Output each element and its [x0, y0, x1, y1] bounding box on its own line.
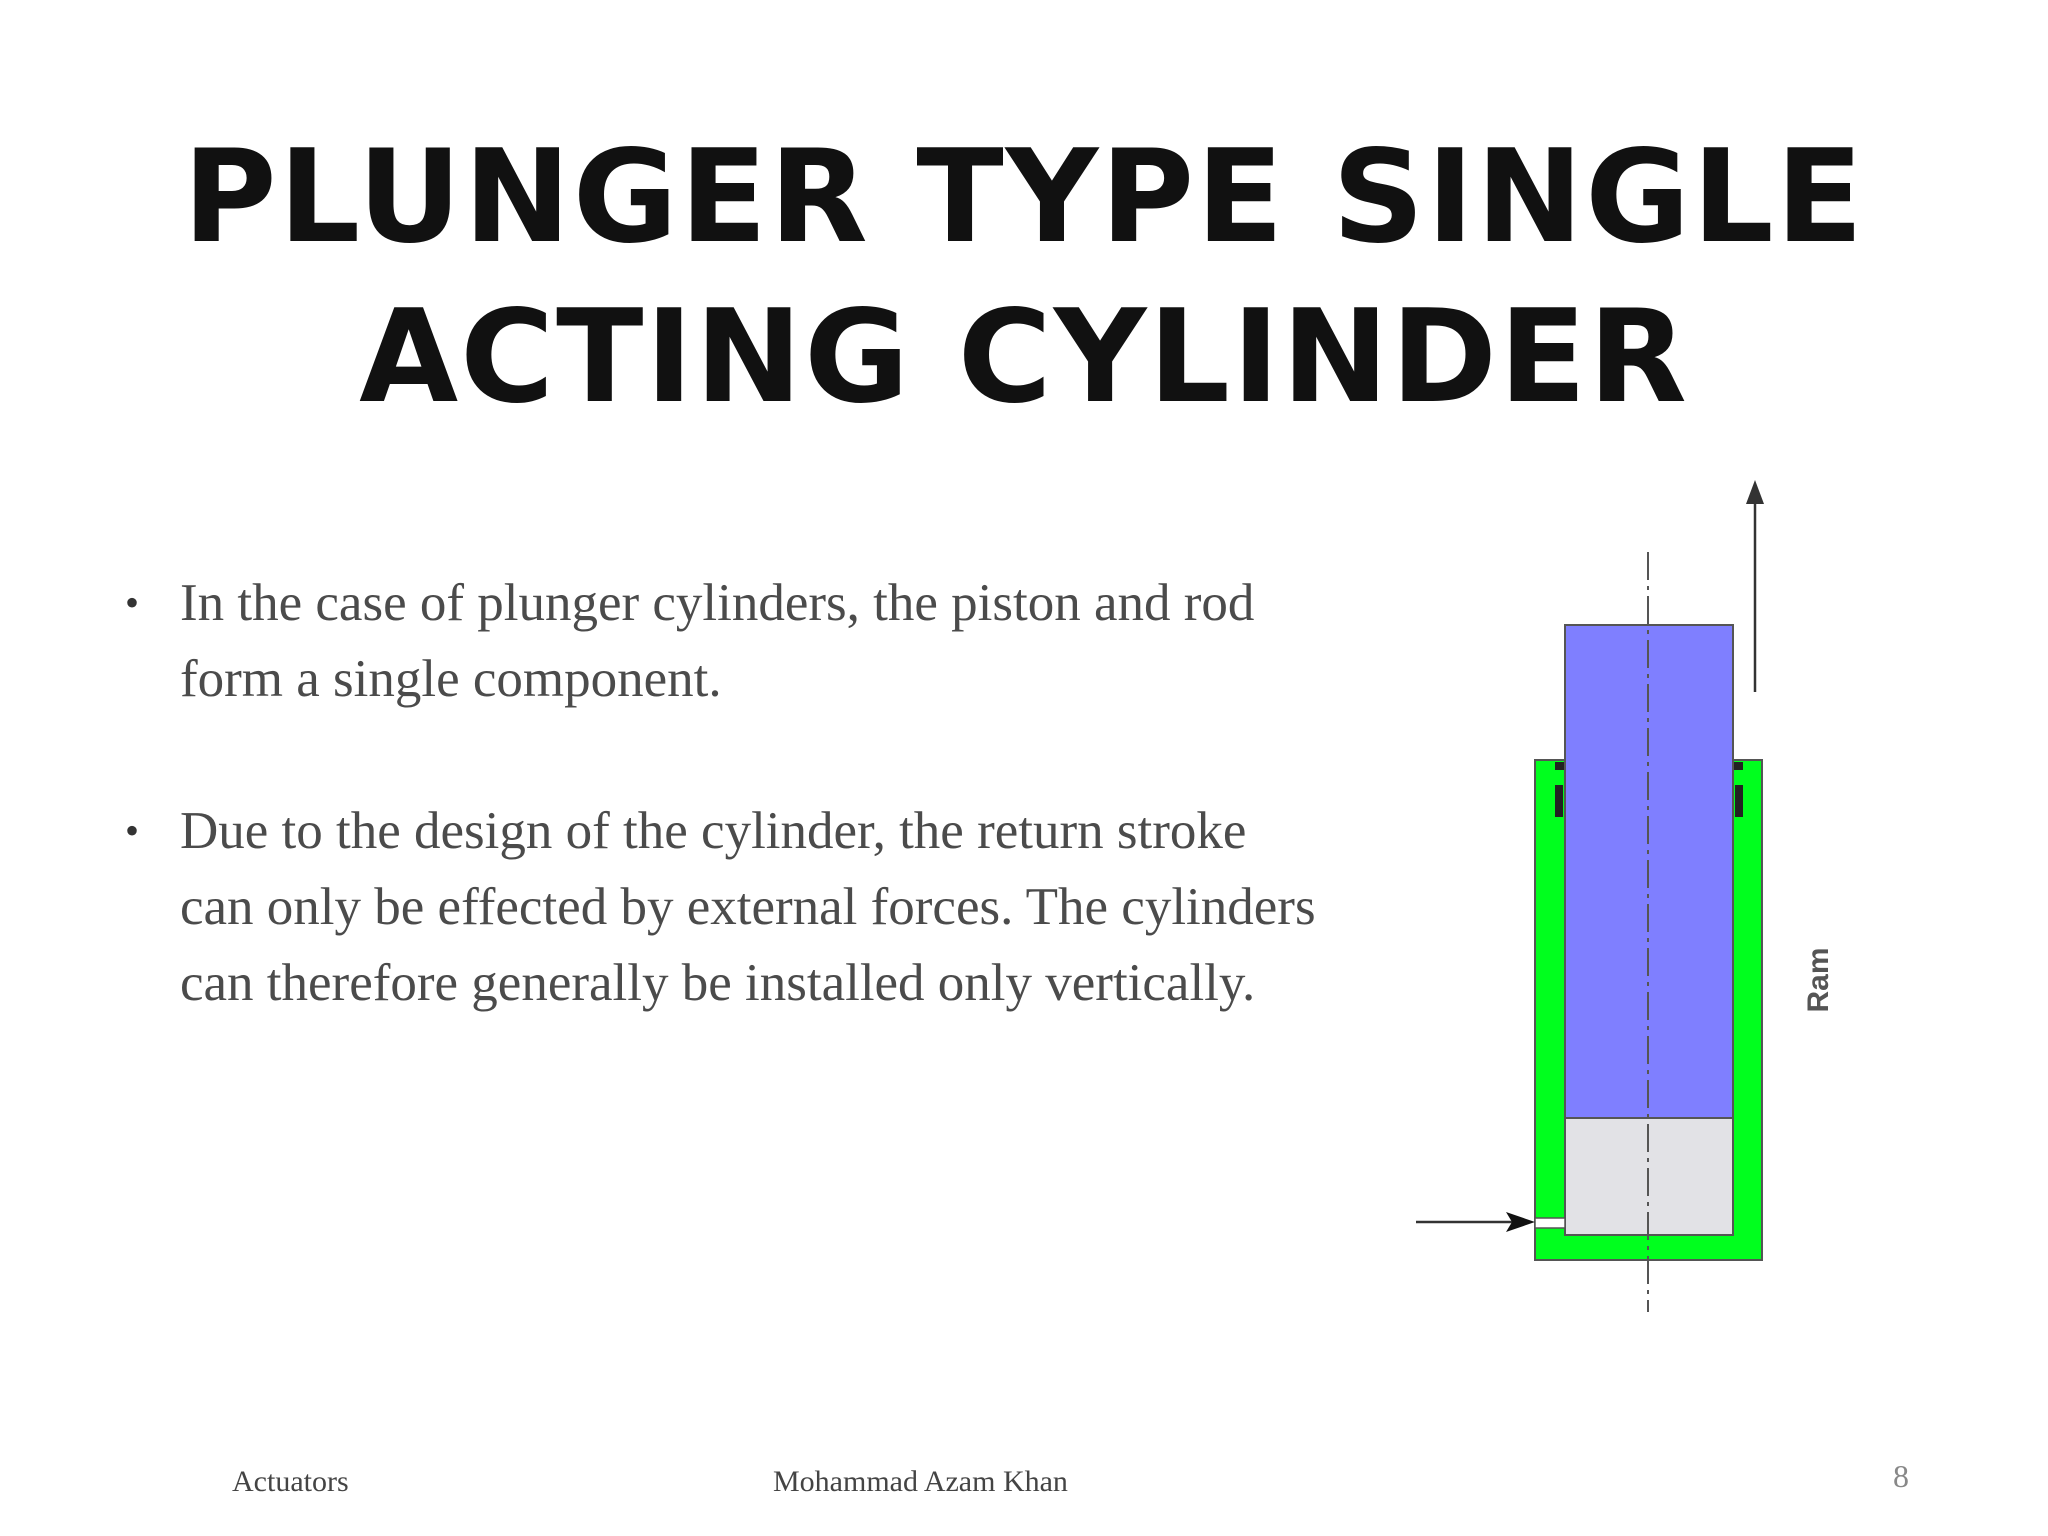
bullet-list: • In the case of plunger cylinders, the … — [125, 565, 1325, 1097]
footer-topic: Actuators — [232, 1465, 349, 1498]
seal-left-lower — [1555, 785, 1563, 817]
bullet-text: Due to the design of the cylinder, the r… — [180, 802, 1316, 1012]
slide-title: PLUNGER TYPE SINGLE ACTING CYLINDER — [0, 118, 2048, 438]
title-line-1: PLUNGER TYPE SINGLE — [182, 123, 1866, 272]
page-number: 8 — [1893, 1458, 1909, 1494]
footer-author: Mohammad Azam Khan — [773, 1465, 1068, 1498]
inlet-arrowhead — [1506, 1212, 1535, 1232]
bullet-item: • Due to the design of the cylinder, the… — [125, 793, 1325, 1021]
title-line-2: ACTING CYLINDER — [359, 283, 1689, 432]
seal-left — [1555, 762, 1565, 770]
ram-label: Ram — [1802, 947, 1835, 1012]
bullet-marker: • — [125, 580, 140, 625]
seal-right — [1733, 762, 1743, 770]
output-arrowhead — [1746, 480, 1764, 504]
plunger-cylinder-diagram: Ram — [1416, 480, 1835, 1312]
seal-right-lower — [1735, 785, 1743, 817]
bullet-item: • In the case of plunger cylinders, the … — [125, 565, 1325, 717]
bullet-marker: • — [125, 808, 140, 853]
bullet-text: In the case of plunger cylinders, the pi… — [180, 574, 1255, 708]
inlet-port — [1534, 1217, 1566, 1229]
